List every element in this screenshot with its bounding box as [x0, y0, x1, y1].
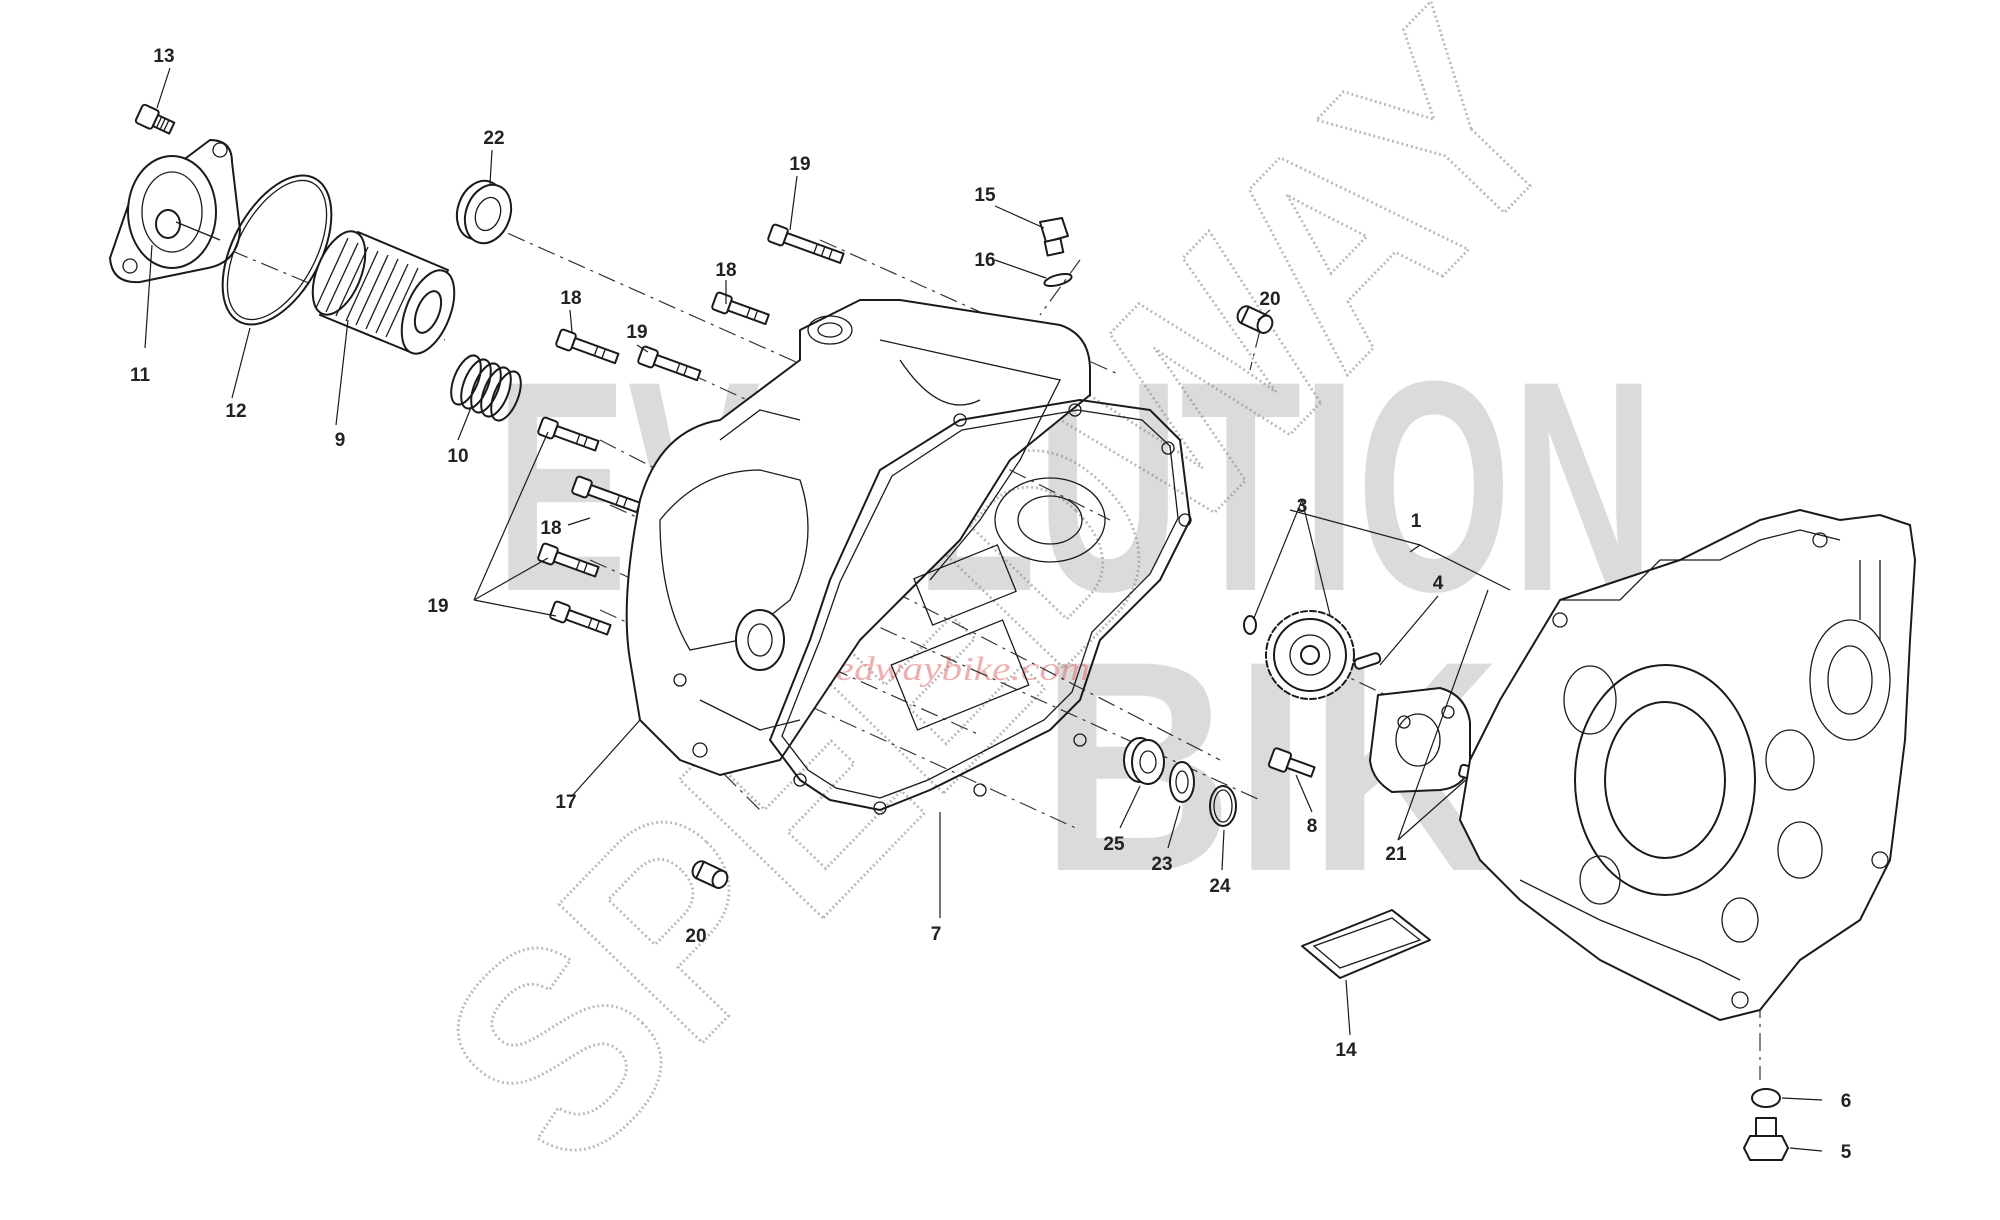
- part-13-bolt: [134, 103, 176, 135]
- bolt-19-c: [549, 600, 612, 636]
- bolt-18-upper: [711, 291, 770, 326]
- callout-18: 18: [560, 288, 581, 309]
- leader-lines: [144, 67, 1823, 1152]
- part-20-dowel-lower: [691, 860, 729, 889]
- callout-22: 22: [483, 128, 504, 149]
- callout-1: 1: [1411, 511, 1422, 532]
- callout-3: 3: [1297, 496, 1308, 517]
- part-8-screw: [1267, 747, 1316, 778]
- callout-20: 20: [1259, 289, 1280, 310]
- part-17-crankcase-cover: [625, 299, 1091, 776]
- callout-4: 4: [1433, 573, 1444, 594]
- part-7-gasket: [769, 399, 1192, 815]
- part-23-washer: [1169, 761, 1195, 803]
- callout-labels: 13 22 19 15 16 18 18 19 20 11 12 9 10 3 …: [130, 46, 1852, 1163]
- part-16-o-ring: [1043, 272, 1073, 288]
- callout-11: 11: [130, 365, 151, 386]
- callout-7: 7: [931, 924, 942, 945]
- callout-23: 23: [1151, 854, 1172, 875]
- part-24-circlip: [1209, 785, 1237, 827]
- part-5-drain-plug: [1743, 1117, 1789, 1161]
- bolt-19-a: [537, 416, 600, 452]
- callout-25: 25: [1103, 834, 1125, 855]
- callout-13: 13: [153, 46, 174, 67]
- callout-10: 10: [447, 446, 468, 467]
- callout-8: 8: [1307, 816, 1318, 837]
- callout-21: 21: [1385, 844, 1407, 865]
- callout-14: 14: [1335, 1040, 1357, 1061]
- callout-9: 9: [335, 430, 346, 451]
- bolt-19-mid: [637, 345, 702, 382]
- oil-pump-body: [1369, 687, 1471, 793]
- callout-16: 16: [974, 250, 995, 271]
- cover-bolts: [537, 223, 845, 636]
- part-6-washer: [1751, 1088, 1781, 1108]
- callout-18: 18: [540, 518, 561, 539]
- callout-5: 5: [1841, 1142, 1852, 1163]
- part-25-seal: [1123, 737, 1165, 785]
- bolt-19-top: [767, 223, 845, 264]
- callout-19: 19: [626, 322, 647, 343]
- part-10-spring: [450, 354, 522, 422]
- callout-6: 6: [1841, 1091, 1852, 1112]
- part-11-filter-cover: [109, 139, 241, 284]
- part-4-pin: [1353, 652, 1382, 670]
- part-3-washer: [1243, 615, 1257, 635]
- part-9-oil-filter: [311, 230, 456, 355]
- part-14-strainer: [1301, 909, 1431, 979]
- watermark: EVOLUTION BIKE SPEEDWAY www.speedwaybike…: [380, 0, 1680, 1220]
- callout-20: 20: [685, 926, 706, 947]
- callout-19: 19: [789, 154, 810, 175]
- oil-pump-gear: [1265, 610, 1355, 700]
- callout-12: 12: [225, 401, 246, 422]
- part-22-oil-seal: [455, 179, 513, 245]
- callout-17: 17: [555, 792, 576, 813]
- crankcase-half: [1459, 509, 1916, 1021]
- bolt-18-left: [555, 328, 620, 365]
- part-20-dowel-upper: [1236, 305, 1274, 334]
- bolt-19-b: [537, 542, 600, 578]
- callout-15: 15: [974, 185, 996, 206]
- callout-24: 24: [1209, 876, 1231, 897]
- callout-19: 19: [427, 596, 448, 617]
- callout-18: 18: [715, 260, 736, 281]
- part-15-oil-plug: [1039, 217, 1069, 257]
